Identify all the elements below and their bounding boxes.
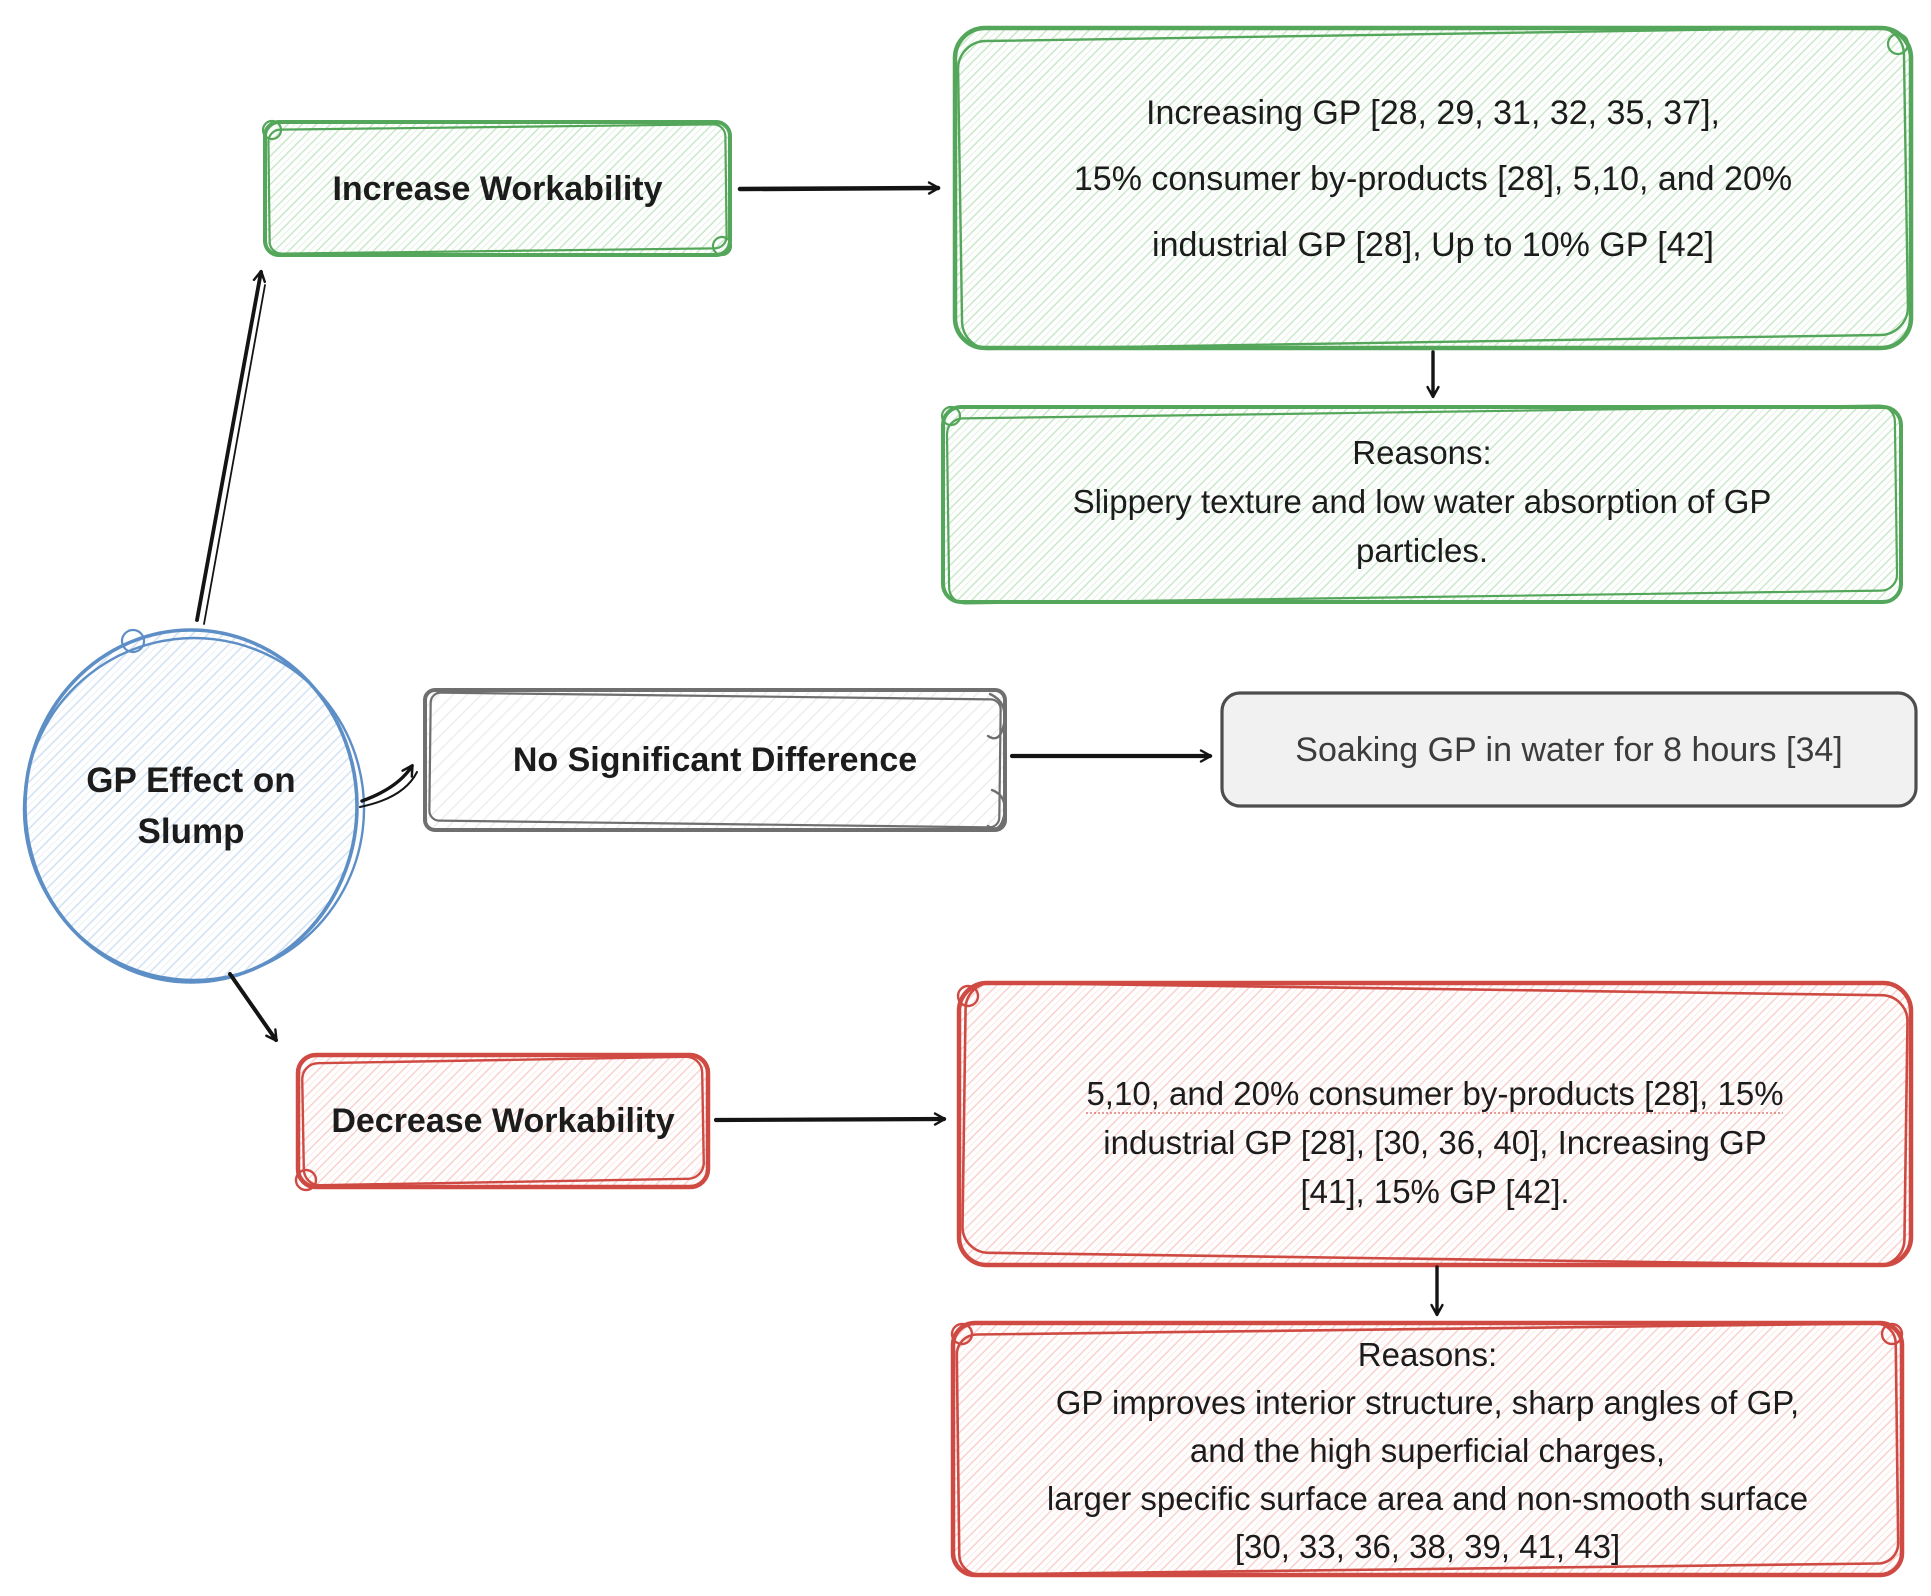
- text-line: 5,10, and 20% consumer by-products [28],…: [1086, 1075, 1784, 1112]
- text-line: [30, 33, 36, 38, 39, 41, 43]: [1234, 1528, 1621, 1565]
- text-line: Soaking GP in water for 8 hours [34]: [1295, 730, 1843, 769]
- text-line: Reasons:: [1357, 1336, 1498, 1373]
- arrow-decrease-to-detail: [713, 1112, 947, 1126]
- text-line: Reasons:: [1352, 434, 1492, 471]
- no-difference-box: [423, 688, 1007, 832]
- arrow-root-to-increase: [195, 269, 266, 622]
- root-node-circle: [22, 628, 366, 984]
- text-line: No Significant Difference: [512, 741, 918, 779]
- text-line: particles.: [1355, 532, 1489, 569]
- arrow-root-to-no-difference: [360, 763, 414, 803]
- increase-detail-text: Increasing GP [28, 29, 31, 32, 35, 37], …: [975, 80, 1891, 278]
- text-line: Decrease Workability: [331, 1102, 675, 1140]
- text-line: Increasing GP [28, 29, 31, 32, 35, 37],: [1146, 94, 1720, 132]
- sketch-curl: [986, 692, 1006, 740]
- text-line: Slippery texture and low water absorptio…: [1072, 483, 1772, 520]
- sketch-curl: [950, 1322, 974, 1346]
- decrease-reasons-text: Reasons: GP improves interior structure,…: [973, 1331, 1882, 1571]
- sketch-curl: [940, 405, 962, 427]
- text-line: and the high superficial charges,: [1189, 1432, 1666, 1469]
- decrease-workability-box: [294, 1052, 711, 1192]
- decrease-reasons-box: [950, 1320, 1905, 1578]
- increase-workability-box: [261, 119, 733, 257]
- text-line: Slump: [137, 812, 245, 851]
- sketch-curl: [1880, 1322, 1904, 1346]
- arrow-sketch-double: [359, 771, 418, 808]
- decrease-workability-label: Decrease Workability: [298, 1055, 708, 1187]
- text-line: 15% consumer by-products [28], 5,10, and…: [1073, 160, 1793, 198]
- text-line: larger specific surface area and non-smo…: [1046, 1480, 1809, 1517]
- text-line: industrial GP [28], Up to 10% GP [42]: [1152, 226, 1714, 264]
- no-difference-detail-box: [1220, 691, 1918, 808]
- no-difference-detail-text: Soaking GP in water for 8 hours [34]: [1222, 693, 1916, 806]
- root-node-label: GP Effect on Slump: [31, 755, 351, 857]
- sketch-curl: [711, 235, 733, 257]
- sketch-curl: [1886, 32, 1910, 56]
- decrease-detail-text: 5,10, and 20% consumer by-products [28],…: [979, 1069, 1891, 1216]
- increase-detail-box: [952, 25, 1914, 351]
- decrease-detail-box: [956, 980, 1914, 1268]
- sketch-curl: [120, 628, 146, 654]
- arrow-sketch-double: [203, 284, 266, 625]
- text-line: industrial GP [28], [30, 36, 40], Increa…: [1103, 1124, 1767, 1161]
- increase-reasons-box: [940, 404, 1903, 605]
- sketch-curl: [956, 984, 980, 1008]
- text-line: [41], 15% GP [42].: [1300, 1173, 1570, 1210]
- increase-workability-label: Increase Workability: [265, 122, 730, 255]
- text-line: Increase Workability: [332, 169, 663, 208]
- no-difference-label: No Significant Difference: [425, 690, 1005, 830]
- text-line: GP improves interior structure, sharp an…: [1055, 1384, 1800, 1421]
- connector-arrows: [195, 181, 1444, 1317]
- arrow-increase-to-detail: [737, 181, 941, 195]
- increase-reasons-text: Reasons: Slippery texture and low water …: [963, 428, 1881, 575]
- sketch-curl: [261, 119, 283, 141]
- sketch-curl: [986, 788, 1006, 830]
- sketch-curl: [294, 1168, 318, 1192]
- text-line: GP Effect on: [86, 761, 296, 800]
- arrow-root-to-decrease: [228, 972, 278, 1043]
